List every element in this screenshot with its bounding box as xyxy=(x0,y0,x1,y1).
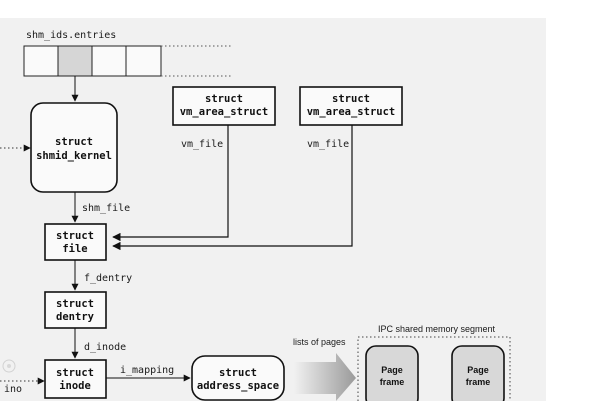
shm-file-label: shm_file xyxy=(82,203,130,214)
address-space-line1: struct xyxy=(219,367,257,379)
vma-1-line2: vm_area_struct xyxy=(180,106,269,118)
page-frame-2 xyxy=(451,345,505,401)
shmid-kernel-line1: struct xyxy=(55,136,93,148)
file-line1: struct xyxy=(56,230,94,242)
entries-cell-highlighted xyxy=(57,45,93,77)
vm-file-arrow-2 xyxy=(112,125,353,251)
shmid-kernel-box xyxy=(30,102,118,193)
dentry-line2: dentry xyxy=(56,311,95,323)
page-frame-1 xyxy=(365,345,419,401)
inode-line1: struct xyxy=(56,367,94,379)
file-line2: file xyxy=(62,243,87,255)
shmid-kernel-line2: shmid_kernel xyxy=(36,150,112,162)
inode-line2: inode xyxy=(59,380,91,392)
d-inode-label: d_inode xyxy=(84,342,126,353)
file-box xyxy=(44,223,107,261)
vm-area-struct-box-2 xyxy=(299,86,403,126)
page-frame-1-line2: frame xyxy=(380,377,405,387)
vma-2-line2: vm_area_struct xyxy=(307,106,396,118)
vm-file-arrow-1 xyxy=(112,125,229,242)
page-frame-1-line1: Page xyxy=(381,365,403,375)
address-space-line2: address_space xyxy=(197,380,279,392)
vma-1-line1: struct xyxy=(205,93,243,105)
vm-area-struct-box-1 xyxy=(172,86,276,126)
lists-of-pages-label: lists of pages xyxy=(293,337,346,347)
f-dentry-label: f_dentry xyxy=(84,273,132,284)
ipc-segment-frame xyxy=(357,336,511,401)
dentry-box xyxy=(44,291,107,329)
i-mapping-label: i_mapping xyxy=(120,365,174,376)
lists-of-pages-arrow xyxy=(294,353,356,401)
dentry-line1: struct xyxy=(56,298,94,310)
page-frame-2-line1: Page xyxy=(467,365,489,375)
vma-2-line1: struct xyxy=(332,93,370,105)
inode-box xyxy=(44,359,107,399)
vm-file-label-1: vm_file xyxy=(181,139,223,150)
ino-label: ino xyxy=(4,384,22,395)
address-space-box xyxy=(191,355,285,401)
vm-file-label-2: vm_file xyxy=(307,139,349,150)
ipc-segment-label: IPC shared memory segment xyxy=(378,324,496,334)
watermark-emblem xyxy=(2,359,16,373)
entries-array xyxy=(23,45,232,77)
page-frame-2-line2: frame xyxy=(466,377,491,387)
entries-label: shm_ids.entries xyxy=(26,30,116,41)
